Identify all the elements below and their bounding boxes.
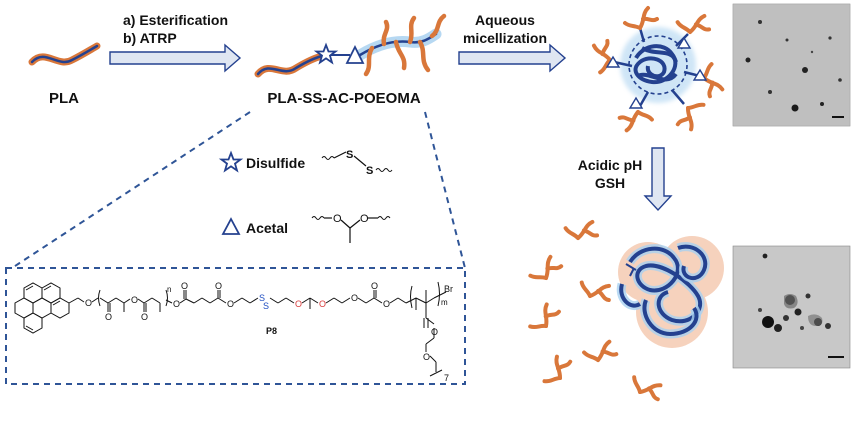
- atom-m: m: [441, 298, 448, 307]
- atom-o12: O: [371, 281, 378, 291]
- step-acidic-label: Acidic pH: [578, 157, 643, 173]
- atom-o6: O: [181, 281, 188, 291]
- step-aqueous-label: Aqueous: [475, 12, 535, 28]
- atom-o8: O: [227, 299, 234, 309]
- step-atrp-label: b) ATRP: [123, 30, 177, 46]
- zoom-line-right: [424, 111, 466, 269]
- compound-label: P8: [266, 326, 277, 336]
- legend-oxygen-2: O: [360, 213, 369, 225]
- zoom-line-left: [11, 111, 251, 269]
- atom-o2: O: [105, 312, 112, 322]
- atom-o15: O: [423, 352, 430, 362]
- legend-sulfur-1: S: [346, 149, 353, 161]
- atom-o14: O: [431, 327, 438, 337]
- backbone-bonds: [91, 281, 447, 377]
- atom-o11: O: [351, 293, 358, 303]
- arrow-step2: [458, 43, 567, 73]
- step-esterification-label: a) Esterification: [123, 12, 228, 28]
- legend-sulfur-2: S: [366, 165, 373, 177]
- micelle: [584, 6, 729, 137]
- acetal-triangle-icon: [345, 44, 365, 64]
- copolymer-label: PLA-SS-AC-POEOMA: [267, 90, 421, 107]
- tem-micrograph-aggregates: [732, 245, 851, 369]
- atom-br: Br: [444, 284, 453, 294]
- arrow-step1: [109, 43, 242, 73]
- pyrene-group: [14, 282, 85, 334]
- tem-micrograph-micelles: [732, 3, 851, 127]
- atom-seven: 7: [444, 373, 449, 383]
- structure-box: [5, 267, 466, 385]
- structure-atoms: O O O O n O O O O S S O O O O O Br m O O…: [85, 281, 453, 383]
- atom-o9: O: [295, 299, 302, 309]
- atom-o7: O: [215, 281, 222, 291]
- pla-label: PLA: [49, 90, 79, 107]
- atom-s2: S: [263, 301, 269, 311]
- atom-o13: O: [383, 299, 390, 309]
- atom-o10: O: [319, 299, 326, 309]
- disassembled-aggregate: [616, 236, 724, 348]
- legend-acetal: Acetal O O: [221, 213, 391, 243]
- legend-disulfide: Disulfide S S: [218, 149, 393, 177]
- atom-o4: O: [141, 312, 148, 322]
- atom-o5: O: [173, 299, 180, 309]
- arrow-step3: [643, 147, 673, 212]
- atom-o3: O: [131, 295, 138, 305]
- pla-chain: [28, 42, 101, 66]
- disulfide-star-icon: [313, 42, 339, 65]
- legend-oxygen-1: O: [333, 213, 342, 225]
- atom-s1: S: [259, 293, 265, 303]
- legend-acetal-label: Acetal: [246, 220, 288, 236]
- atom-o1: O: [85, 298, 92, 308]
- legend-disulfide-label: Disulfide: [246, 155, 305, 171]
- step-gsh-label: GSH: [595, 175, 625, 191]
- atom-n: n: [167, 285, 171, 294]
- copolymer-chain: [254, 13, 447, 78]
- step-micellization-label: micellization: [463, 30, 547, 46]
